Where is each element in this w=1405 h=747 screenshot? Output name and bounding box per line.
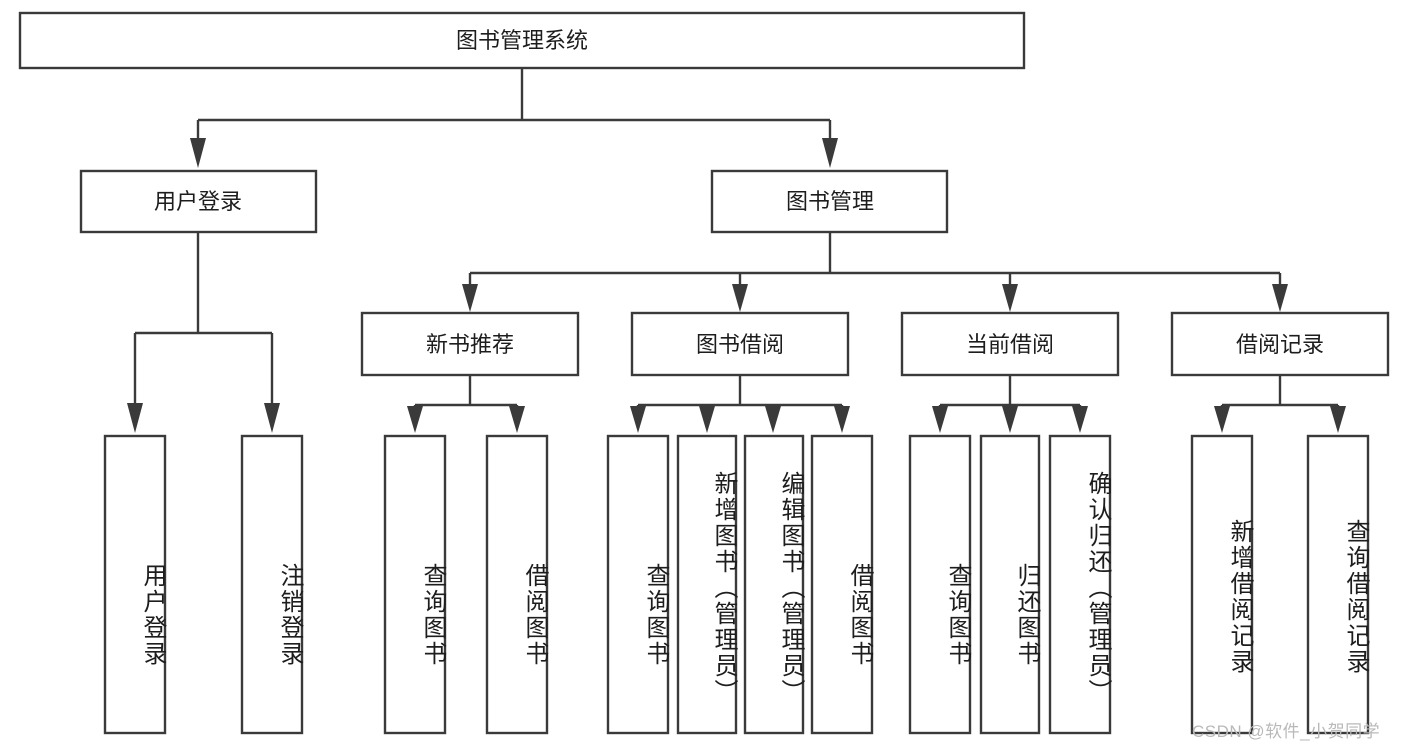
node-user-login[interactable]: 用户登录 <box>79 169 318 234</box>
csdn-watermark: CSDN @软件_小贺同学 <box>1192 722 1381 741</box>
leaf-box-book-borrow-3[interactable] <box>810 434 874 735</box>
leaf-box-user-login-1[interactable] <box>240 434 304 735</box>
node-book-borrow-label: 图书借阅 <box>696 332 784 357</box>
arrow-to-book-mgmt <box>822 138 838 168</box>
leaf-box-new-book-1[interactable] <box>485 434 549 735</box>
connector-book-borrow-children <box>630 375 850 433</box>
node-book-borrow[interactable]: 图书借阅 <box>630 311 850 377</box>
node-root-label: 图书管理系统 <box>456 28 588 53</box>
connector-root-bus <box>190 68 838 168</box>
leaf-box-borrow-record-0[interactable] <box>1190 434 1254 735</box>
leaf-box-current-borrow-2[interactable] <box>1048 434 1112 735</box>
node-new-book-recommend-label: 新书推荐 <box>426 332 514 357</box>
leaf-box-new-book-0[interactable] <box>383 434 447 735</box>
connector-new-book-children <box>407 375 525 433</box>
leaf-box-book-borrow-1[interactable] <box>676 434 738 735</box>
node-user-login-label: 用户登录 <box>154 189 242 214</box>
node-borrow-record-label: 借阅记录 <box>1236 332 1324 357</box>
node-root[interactable]: 图书管理系统 <box>18 11 1026 70</box>
arrow-to-user-login <box>190 138 206 168</box>
node-current-borrow[interactable]: 当前借阅 <box>900 311 1120 377</box>
leaf-box-book-borrow-2[interactable] <box>743 434 805 735</box>
connector-user-login-children <box>127 232 280 433</box>
leaf-box-current-borrow-0[interactable] <box>908 434 972 735</box>
leaf-box-user-login-0[interactable] <box>103 434 167 735</box>
node-book-management[interactable]: 图书管理 <box>710 169 949 234</box>
node-root-box[interactable] <box>18 11 1026 70</box>
leaf-box-borrow-record-1[interactable] <box>1306 434 1370 735</box>
node-borrow-record[interactable]: 借阅记录 <box>1170 311 1390 377</box>
node-new-book-recommend-box[interactable] <box>360 311 580 377</box>
node-user-login-box[interactable] <box>79 169 318 234</box>
node-new-book-recommend[interactable]: 新书推荐 <box>360 311 580 377</box>
leaf-box-book-borrow-0[interactable] <box>606 434 670 735</box>
leaf-box-current-borrow-1[interactable] <box>979 434 1041 735</box>
connector-book-management-children <box>462 232 1288 312</box>
connector-current-borrow-children <box>932 375 1088 433</box>
node-current-borrow-box[interactable] <box>900 311 1120 377</box>
node-book-management-label: 图书管理 <box>786 189 874 214</box>
node-current-borrow-label: 当前借阅 <box>966 332 1054 357</box>
connector-borrow-record-children <box>1214 375 1346 433</box>
